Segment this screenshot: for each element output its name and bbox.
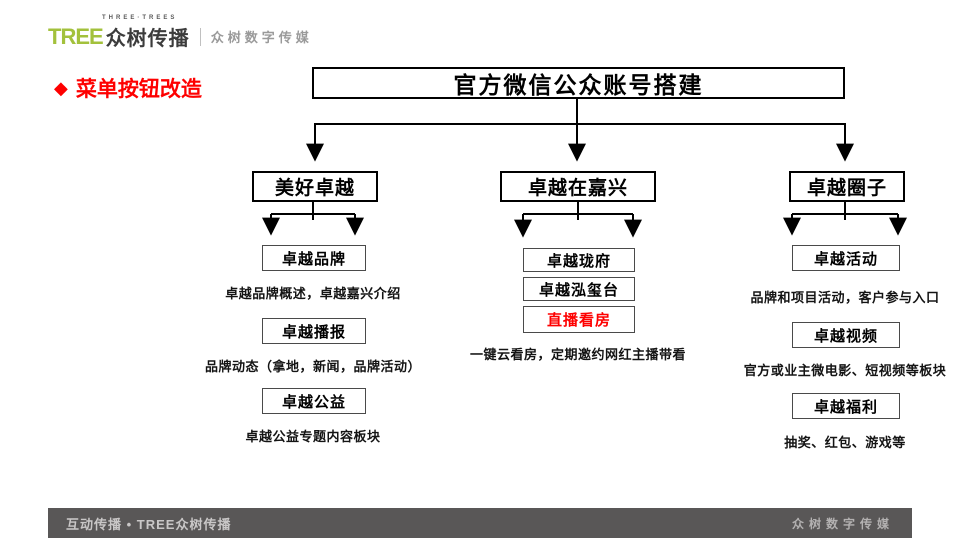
section-title-text: 菜单按钮改造 xyxy=(75,78,202,101)
root-node: 官方微信公众账号搭建 xyxy=(312,67,845,99)
footer-left-text: 互动传播 • TREE众树传播 xyxy=(66,516,232,532)
caption-bobao-desc: 品牌动态（拿地，新闻，品牌活动） xyxy=(204,359,422,374)
node-zhibo-kanfang: 直播看房 xyxy=(523,306,635,333)
footer-right-text: 众树数字传媒 xyxy=(791,516,894,531)
footer-bar: 互动传播 • TREE众树传播 众树数字传媒 xyxy=(48,508,912,538)
caption-gongyi-desc: 卓越公益专题内容板块 xyxy=(245,429,381,444)
caption-huodong-desc: 品牌和项目活动，客户参与入口 xyxy=(750,290,940,305)
node-zhuoyue-pinpai: 卓越品牌 xyxy=(262,245,366,271)
logo-tree-wordmark: TREE xyxy=(48,23,104,49)
logo-divider xyxy=(199,27,201,46)
logo-row: TREE 众树传播 众树数字传媒 xyxy=(48,22,313,51)
logo: THREE·TREES TREE 众树传播 众树数字传媒 xyxy=(48,15,313,51)
caption-shipin-desc: 官方或业主微电影、短视频等板块 xyxy=(743,363,947,378)
logo-sub-brand: 众树数字传媒 xyxy=(210,30,313,45)
node-zhuoyue-shipin: 卓越视频 xyxy=(792,322,900,348)
node-zhuoyue-gongyi: 卓越公益 xyxy=(262,388,366,414)
section-title: ◆ 菜单按钮改造 xyxy=(54,73,202,103)
branch-meihao-zhuoyue: 美好卓越 xyxy=(252,171,378,202)
caption-fuli-desc: 抽奖、红包、游戏等 xyxy=(784,435,906,450)
logo-tagline: THREE·TREES xyxy=(102,15,178,21)
branch-zhuoyue-zai-jiaxing: 卓越在嘉兴 xyxy=(500,171,656,202)
branch-zhuoyue-quanzi: 卓越圈子 xyxy=(789,171,905,202)
caption-pinpai-desc: 卓越品牌概述，卓越嘉兴介绍 xyxy=(225,286,401,301)
node-zhuoyue-fuli: 卓越福利 xyxy=(792,393,900,419)
node-zhuoyue-longfu: 卓越珑府 xyxy=(523,248,635,272)
caption-zhibo-desc: 一键云看房，定期邀约网红主播带看 xyxy=(469,347,687,362)
diamond-icon: ◆ xyxy=(54,78,68,98)
node-zhuoyue-bobao: 卓越播报 xyxy=(262,318,366,344)
node-zhuoyue-huodong: 卓越活动 xyxy=(792,245,900,271)
node-zhuoyue-hongxitai: 卓越泓玺台 xyxy=(523,277,635,301)
logo-brand-name: 众树传播 xyxy=(105,28,190,50)
